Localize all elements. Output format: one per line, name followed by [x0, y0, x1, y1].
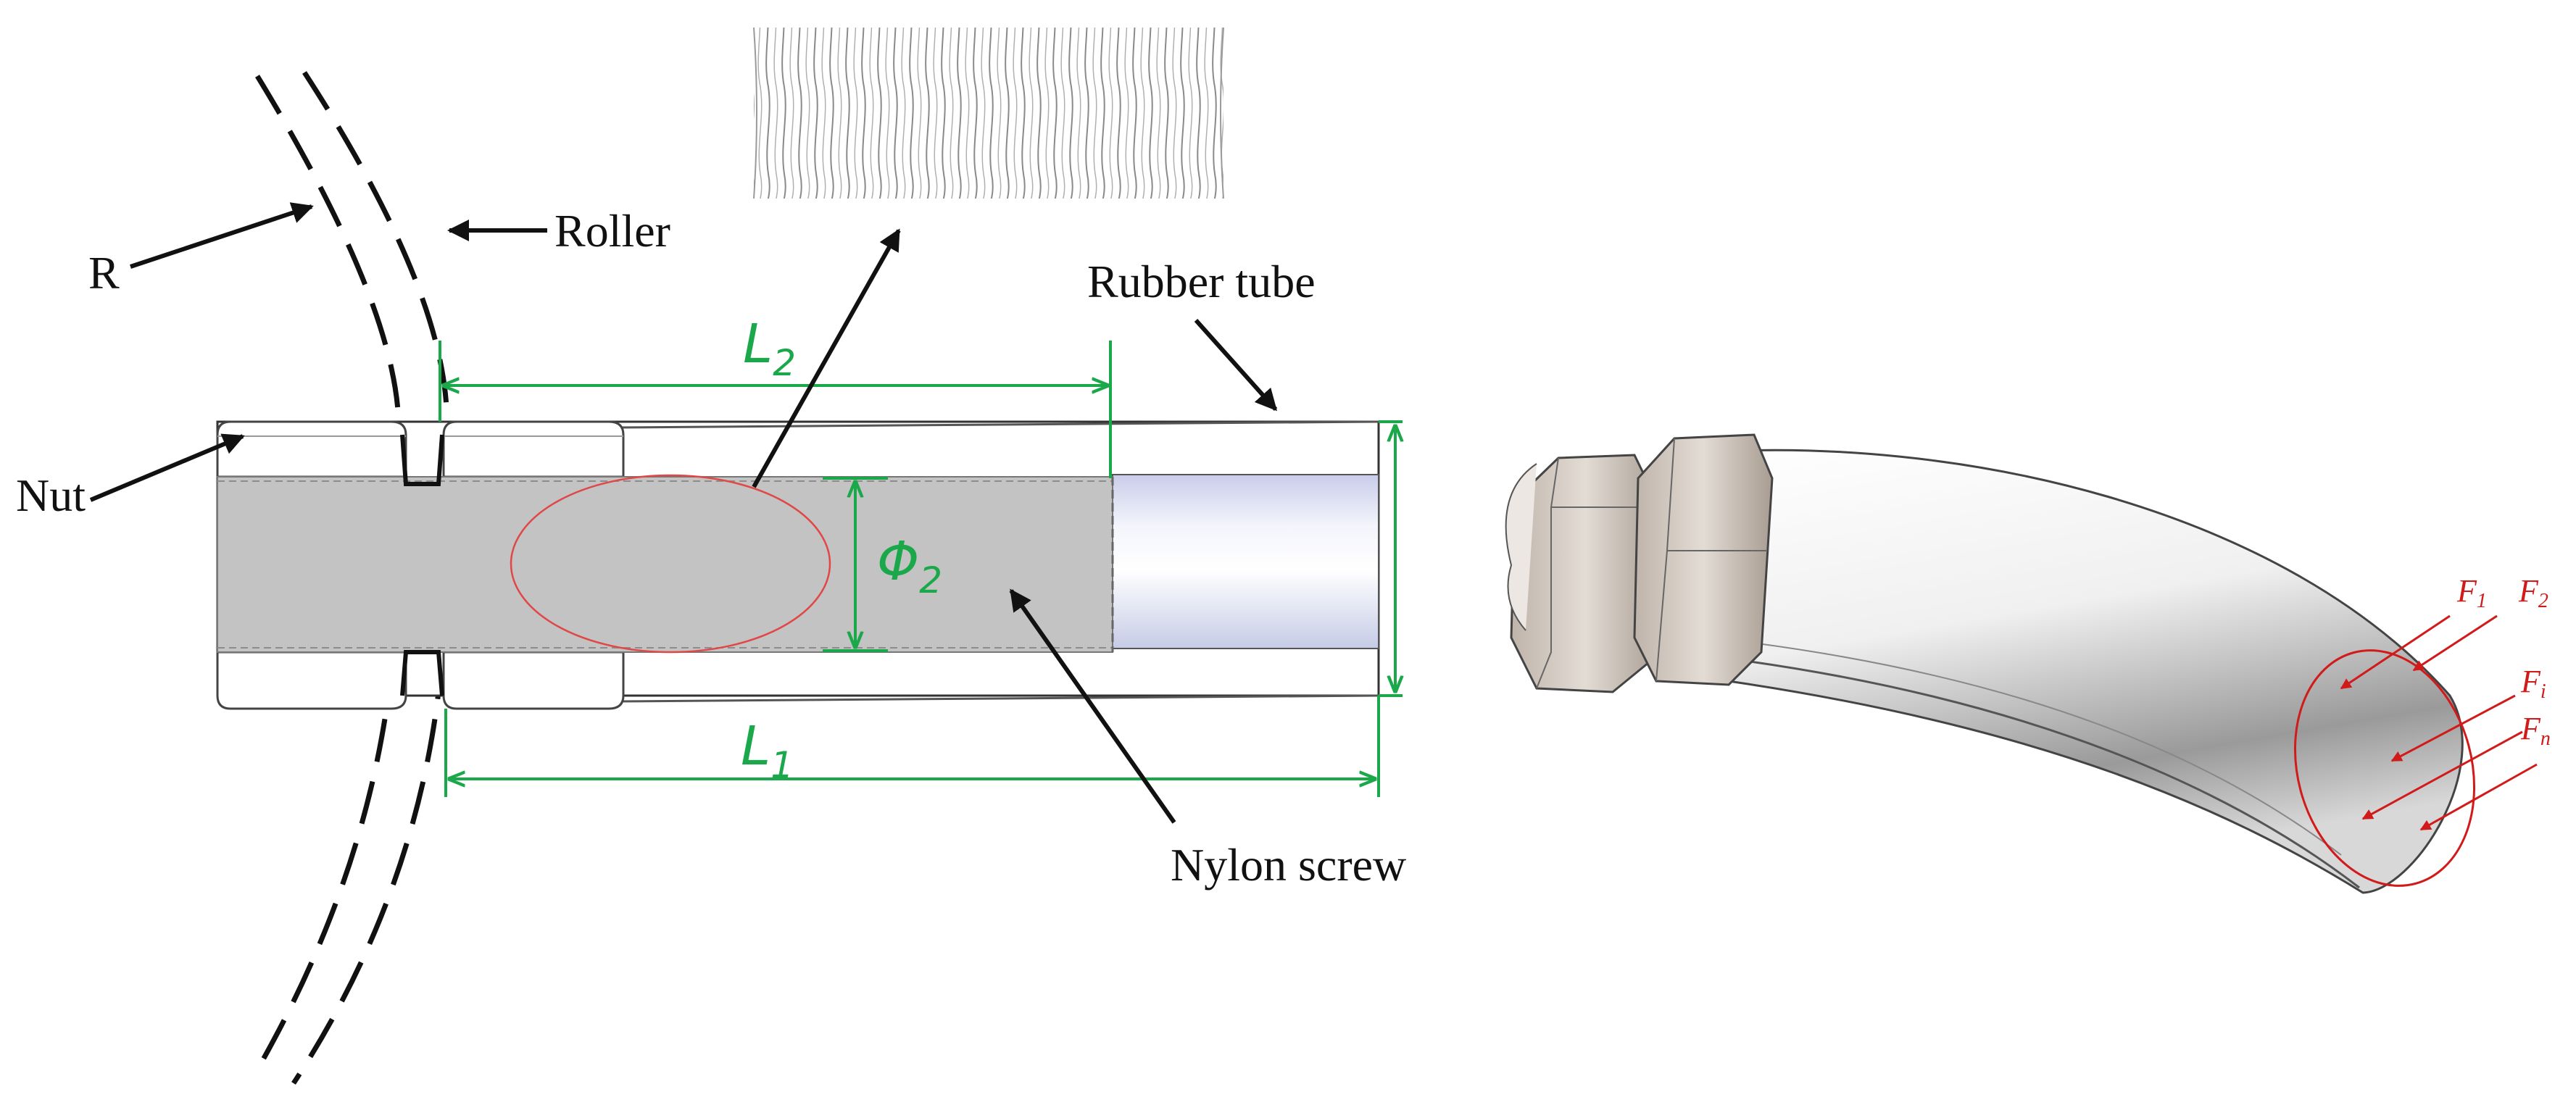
rubber-tube-label: Rubber tube [1087, 256, 1316, 307]
nut-label: Nut [16, 470, 86, 521]
force-label-fn: Fn [2520, 711, 2551, 750]
force-label-f1: F1 [2456, 573, 2487, 612]
force-region-ellipse [2293, 649, 2476, 887]
nut-3d-front [1633, 433, 1774, 686]
thread-detail-image [753, 27, 1224, 199]
roller-contact-slot [400, 434, 444, 696]
force-arrows [2340, 614, 2538, 831]
thread-highlight-ellipse [510, 474, 831, 654]
phi2-label: Φ2 [877, 530, 942, 601]
nylon-screw-label: Nylon screw [1171, 839, 1406, 891]
l2-label: L2 [743, 313, 796, 384]
leader-arrows [89, 202, 1278, 824]
roller-label: Roller [554, 205, 670, 257]
force-label-fi: Fi [2520, 664, 2546, 703]
roller-radius-label: R [88, 247, 120, 299]
dimension-lines [439, 341, 1403, 797]
nut-section [216, 420, 625, 710]
l1-label: L1 [741, 715, 794, 786]
nylon-screw-section [217, 476, 1114, 653]
bent-tube-3d: F1 F2 Fi Fn [1505, 433, 2551, 894]
force-label-f2: F2 [2518, 573, 2548, 612]
nut-3d-rear [1505, 454, 1661, 693]
